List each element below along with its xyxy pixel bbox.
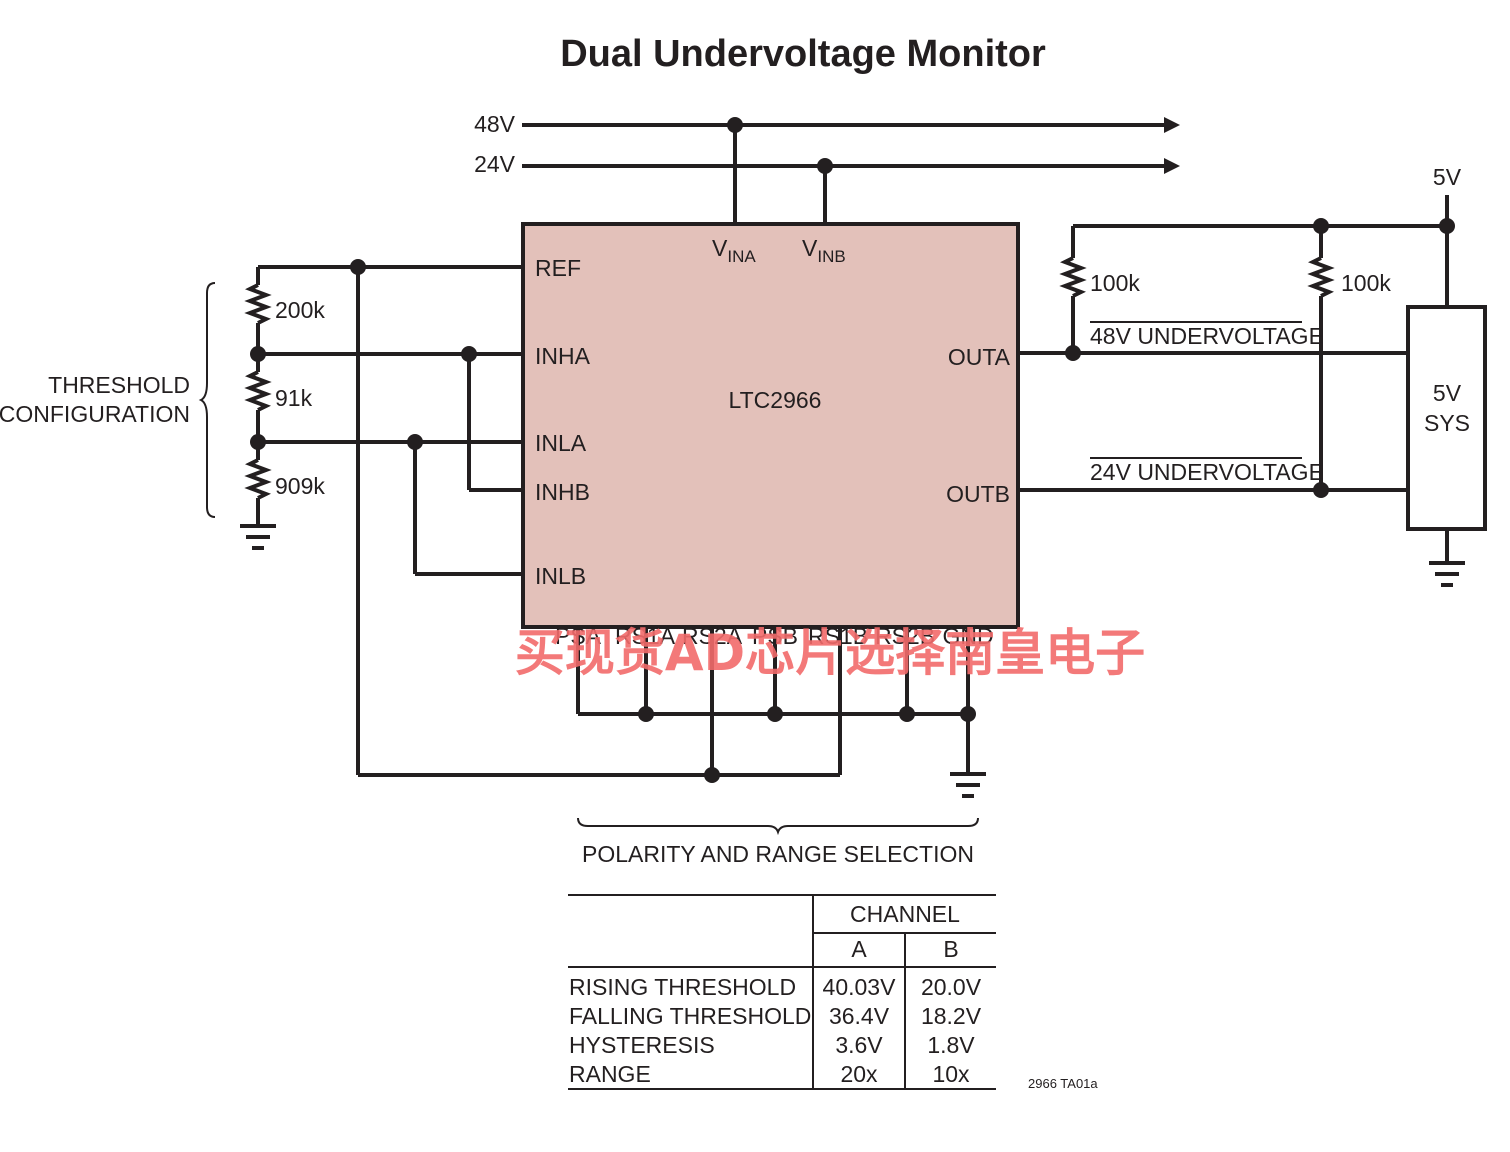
- table-col-a: A: [851, 936, 867, 962]
- threshold-label-line2: CONFIGURATION: [0, 401, 190, 427]
- resistor-pullup-a: [1059, 256, 1087, 298]
- threshold-label-line1: THRESHOLD: [48, 372, 190, 398]
- resistor-909k: [244, 458, 272, 500]
- table-row-label: RANGE: [569, 1061, 651, 1087]
- table-row-label: RISING THRESHOLD: [569, 974, 796, 1000]
- junction-dot: [1439, 218, 1455, 234]
- pin-vina: VINA: [712, 235, 756, 266]
- arrow-24v-icon: [1164, 158, 1180, 174]
- resistor-909k-label: 909k: [275, 473, 325, 499]
- table-cell: 1.8V: [927, 1032, 975, 1058]
- junction-dot: [704, 767, 720, 783]
- junction-dot: [1313, 218, 1329, 234]
- polarity-brace: [577, 817, 979, 836]
- table-header-channel: CHANNEL: [850, 901, 960, 927]
- junction-dot: [817, 158, 833, 174]
- pin-inla: INLA: [535, 430, 587, 456]
- resistor-91k-label: 91k: [275, 385, 313, 411]
- junction-dot: [899, 706, 915, 722]
- table-cell: 20.0V: [921, 974, 982, 1000]
- left-network: [240, 265, 840, 777]
- junction-dot: [960, 706, 976, 722]
- signal-24v-undervoltage: 24V UNDERVOLTAGE: [1090, 459, 1324, 485]
- resistor-200k-label: 200k: [275, 297, 325, 323]
- right-network: [1018, 195, 1487, 587]
- pin-inhb: INHB: [535, 479, 590, 505]
- junction-dot: [407, 434, 423, 450]
- threshold-table: [568, 894, 996, 1090]
- chip-body: [521, 222, 1020, 629]
- sys-box-line1: 5V: [1433, 380, 1462, 406]
- table-cell: 10x: [932, 1061, 970, 1087]
- threshold-brace: [198, 282, 216, 518]
- signal-48v-undervoltage: 48V UNDERVOLTAGE: [1090, 323, 1324, 349]
- junction-dot: [638, 706, 654, 722]
- pin-inha: INHA: [535, 343, 591, 369]
- table-cell: 3.6V: [835, 1032, 883, 1058]
- polarity-label: POLARITY AND RANGE SELECTION: [582, 841, 974, 867]
- junction-dot: [250, 434, 266, 450]
- table-cell: 18.2V: [921, 1003, 982, 1029]
- junction-dot: [767, 706, 783, 722]
- table-cell: 36.4V: [829, 1003, 890, 1029]
- table-cell: 20x: [840, 1061, 878, 1087]
- pin-vinb: VINB: [802, 235, 846, 266]
- resistor-pullup-b: [1307, 256, 1335, 298]
- table-row-label: FALLING THRESHOLD: [569, 1003, 811, 1029]
- figure-code: 2966 TA01a: [1028, 1076, 1098, 1091]
- table-row-label: HYSTERESIS: [569, 1032, 715, 1058]
- pin-ref: REF: [535, 255, 581, 281]
- chip-name: LTC2966: [729, 387, 822, 413]
- junction-dot: [727, 117, 743, 133]
- pin-inlb: INLB: [535, 563, 586, 589]
- watermark-text: 买现货AD芯片选择南皇电子: [515, 624, 1145, 682]
- junction-dot: [461, 346, 477, 362]
- pullup-a-label: 100k: [1090, 270, 1140, 296]
- pullup-b-label: 100k: [1341, 270, 1391, 296]
- rail-48v-label: 48V: [474, 111, 516, 137]
- table-cell: 40.03V: [823, 974, 897, 1000]
- sys-box-line2: SYS: [1424, 410, 1470, 436]
- rail-5v-label: 5V: [1433, 164, 1462, 190]
- junction-dot: [350, 259, 366, 275]
- table-col-b: B: [943, 936, 958, 962]
- junction-dot: [1313, 482, 1329, 498]
- junction-dot: [250, 346, 266, 362]
- pin-outb: OUTB: [946, 481, 1010, 507]
- diagram-title: Dual Undervoltage Monitor: [560, 33, 1046, 75]
- resistor-91k: [244, 370, 272, 412]
- arrow-48v-icon: [1164, 117, 1180, 133]
- rail-24v-label: 24V: [474, 151, 516, 177]
- junction-dot: [1065, 345, 1081, 361]
- resistor-200k: [244, 283, 272, 325]
- pin-outa: OUTA: [948, 344, 1011, 370]
